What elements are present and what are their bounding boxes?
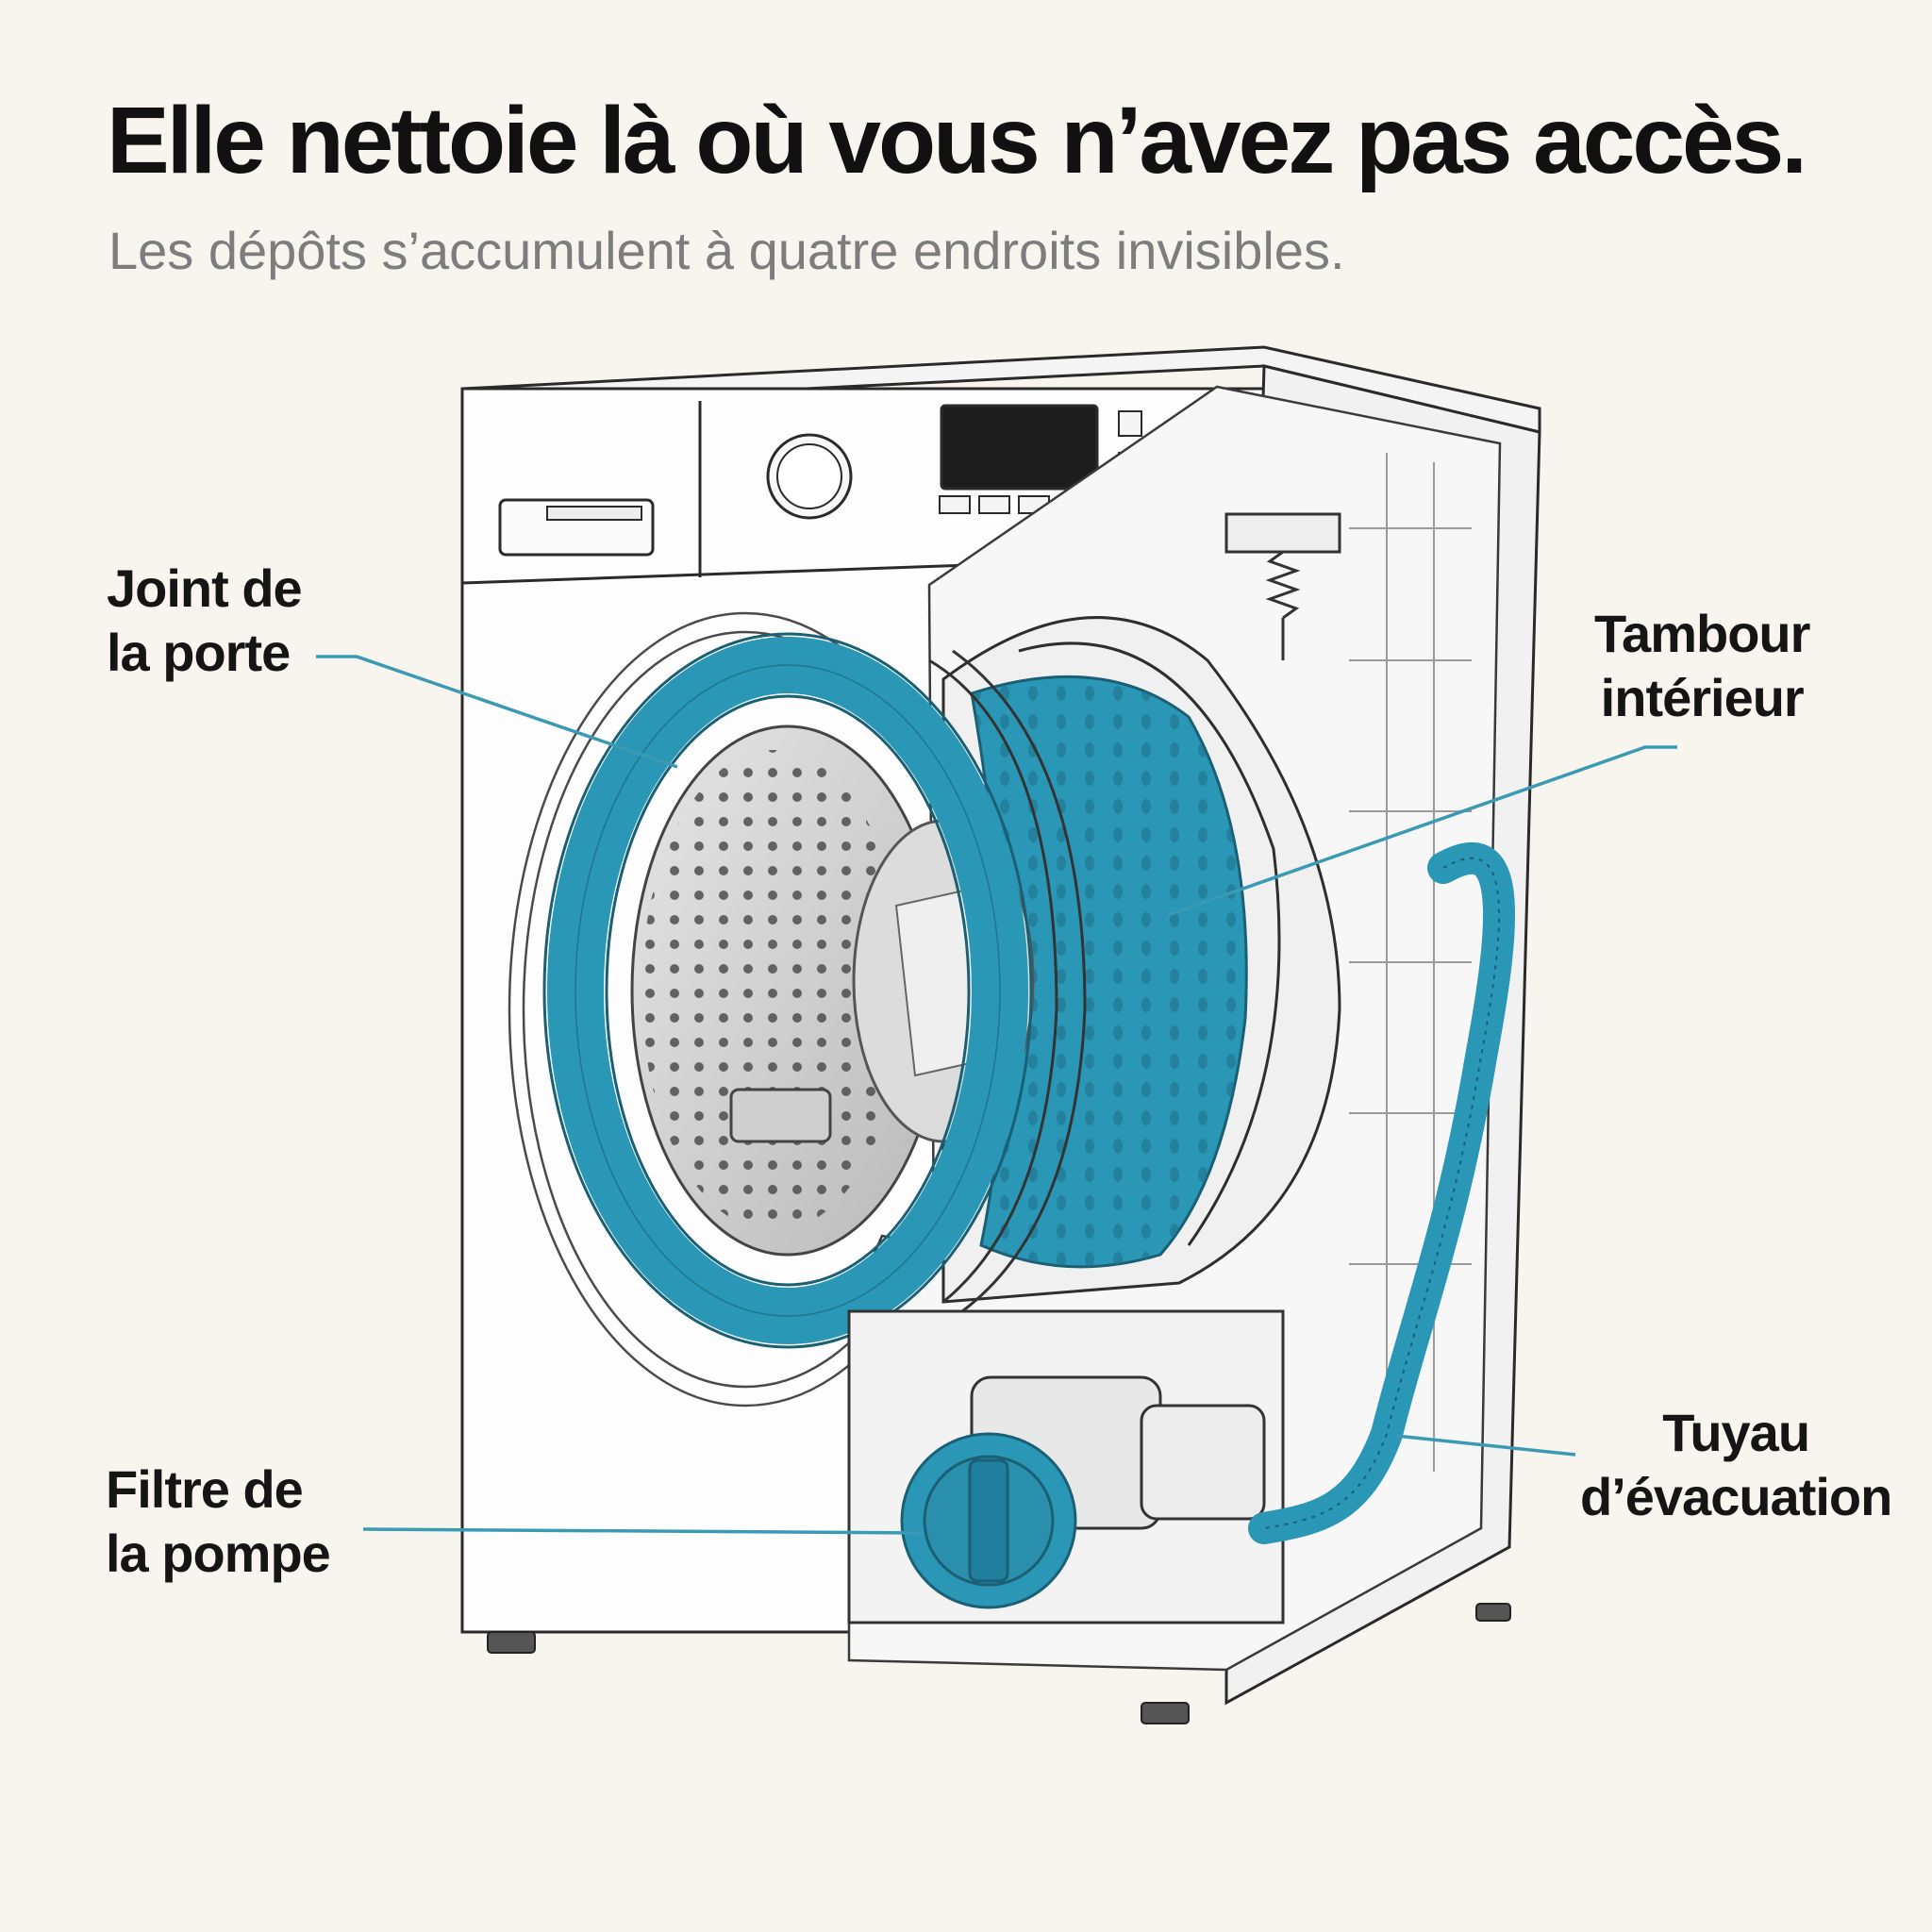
leader-drain-hose: [1395, 1434, 1576, 1457]
control-panel: [461, 401, 1265, 585]
drum-paddle: [729, 1088, 832, 1143]
suspension-spring: [1224, 512, 1341, 660]
callout-inner-drum-line1: Tambour: [1594, 604, 1810, 663]
callout-door-seal: Joint de la porte: [107, 557, 303, 685]
display-screen: [940, 404, 1099, 491]
callout-drain-hose-line2: d’évacuation: [1580, 1467, 1892, 1526]
leader-pump-filter: [362, 1527, 924, 1535]
callout-pump-filter-line1: Filtre de: [106, 1459, 304, 1519]
machine-feet: [487, 1603, 1511, 1724]
callout-pump-filter-line2: la pompe: [106, 1524, 331, 1583]
leader-lines: [316, 655, 1677, 1535]
inner-drum-highlight: [970, 675, 1248, 1269]
callout-pump-filter: Filtre de la pompe: [106, 1457, 331, 1586]
pump-filter-highlight: [900, 1432, 1077, 1609]
page-title: Elle nettoie là où vous n’avez pas accès…: [107, 88, 1807, 193]
drum-rim: [928, 649, 1087, 1313]
door-seal-highlight: [542, 632, 1033, 1349]
callout-door-seal-line1: Joint de: [107, 558, 303, 618]
leader-door-seal: [316, 655, 678, 769]
leader-inner-drum: [1167, 745, 1677, 917]
callout-inner-drum: Tambour intérieur: [1594, 602, 1810, 730]
callout-drain-hose-line1: Tuyau: [1662, 1403, 1810, 1462]
callout-door-seal-line2: la porte: [107, 623, 291, 682]
callout-drain-hose: Tuyau d’évacuation: [1580, 1401, 1892, 1529]
callout-inner-drum-line2: intérieur: [1600, 668, 1805, 727]
page-subtitle: Les dépôts s’accumulent à quatre endroit…: [108, 221, 1345, 280]
drain-hose-highlight: [1248, 841, 1516, 1544]
lower-compartment: [847, 1309, 1285, 1624]
